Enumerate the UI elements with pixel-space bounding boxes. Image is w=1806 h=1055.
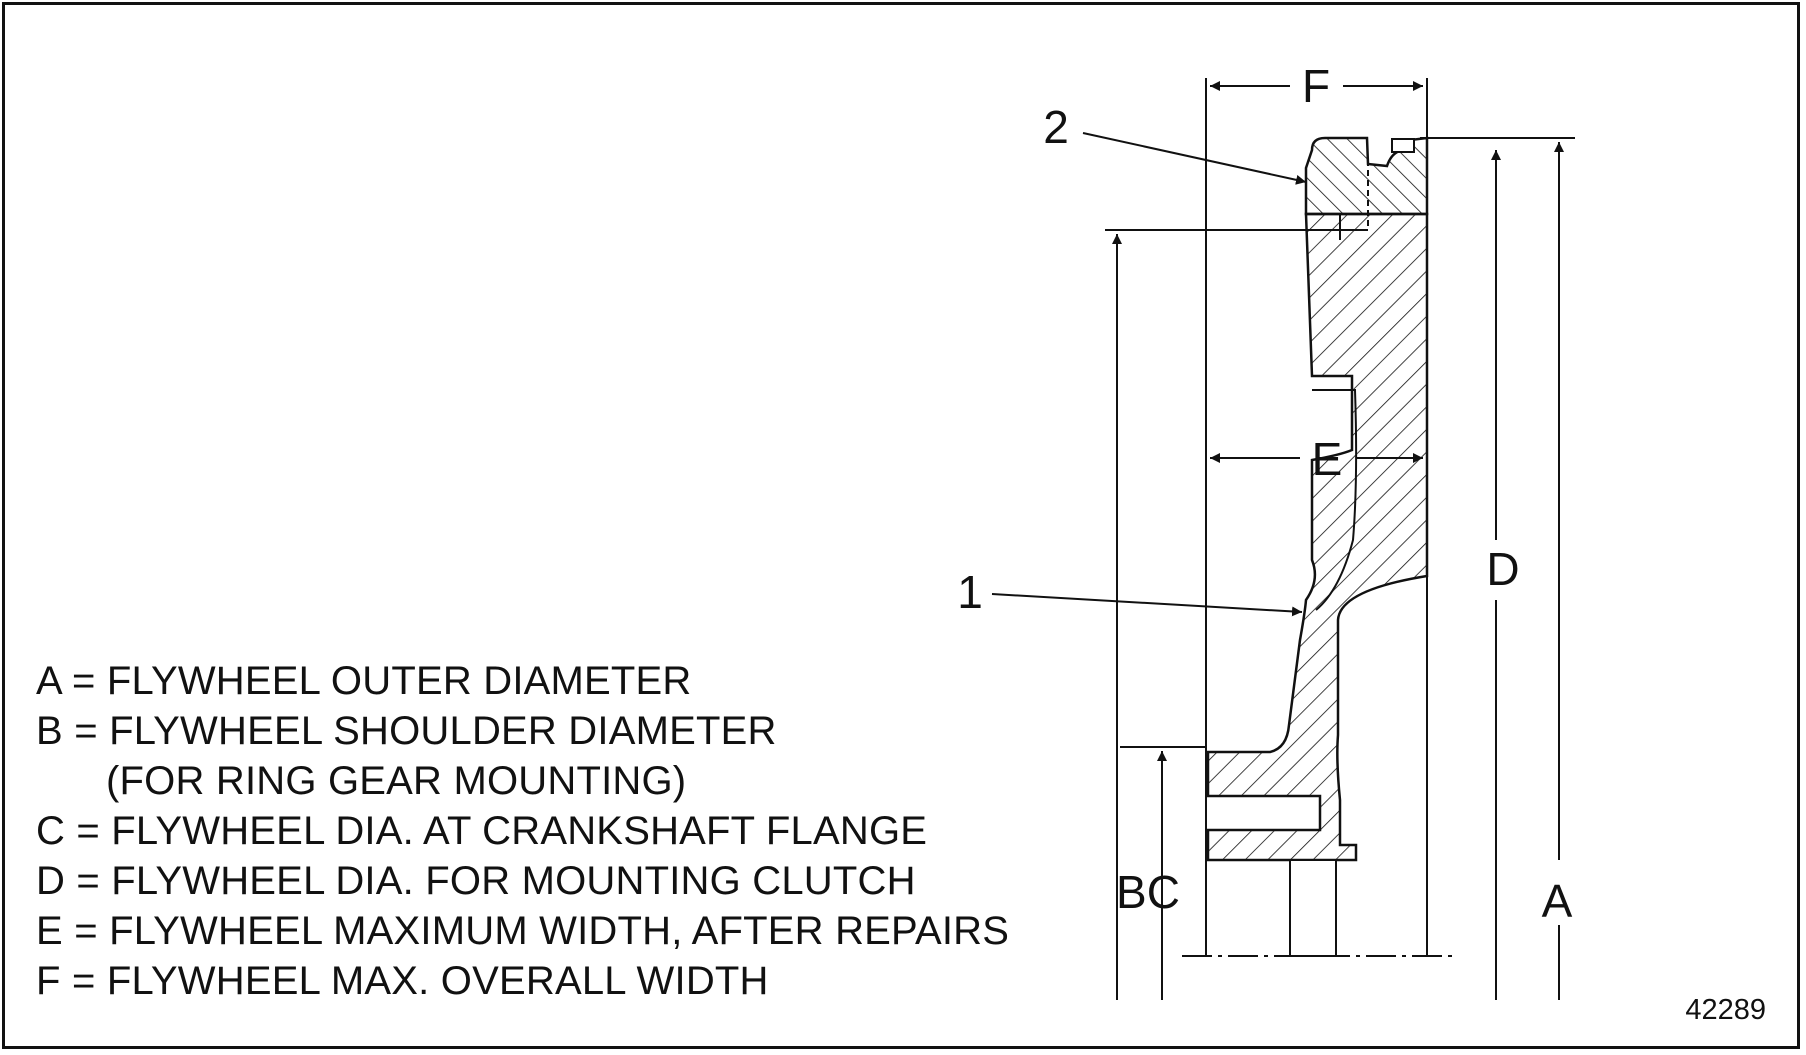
pilot-bore <box>1289 859 1337 957</box>
clutch-face-relief <box>1312 389 1358 611</box>
legend-item-d: D = FLYWHEEL DIA. FOR MOUNTING CLUTCH <box>36 859 916 903</box>
dimension-legend: A = FLYWHEEL OUTER DIAMETER B = FLYWHEEL… <box>36 656 1009 1006</box>
label-bc: BC <box>1116 866 1180 918</box>
legend-item-c: C = FLYWHEEL DIA. AT CRANKSHAFT FLANGE <box>36 809 928 853</box>
flywheel-body <box>1206 212 1429 862</box>
callout-1-number: 1 <box>957 566 983 618</box>
legend-item-f: F = FLYWHEEL MAX. OVERALL WIDTH <box>36 959 769 1003</box>
legend-item-e: E = FLYWHEEL MAXIMUM WIDTH, AFTER REPAIR… <box>36 909 1010 953</box>
callout-1-leader <box>991 593 1303 617</box>
callout-2-leader <box>1082 132 1307 185</box>
legend-item-b: B = FLYWHEEL SHOULDER DIAMETER <box>36 709 777 753</box>
label-d: D <box>1486 543 1519 595</box>
legend-item-a: A = FLYWHEEL OUTER DIAMETER <box>36 659 692 703</box>
legend-item-b-note: (FOR RING GEAR MOUNTING) <box>106 759 687 803</box>
label-e: E <box>1312 433 1343 485</box>
figure-number: 42289 <box>1685 994 1766 1026</box>
label-f: F <box>1302 60 1330 112</box>
callout-2-number: 2 <box>1043 101 1069 153</box>
ring-gear <box>1304 136 1429 240</box>
label-a: A <box>1542 875 1573 927</box>
crank-flange-bore <box>1319 796 1341 845</box>
